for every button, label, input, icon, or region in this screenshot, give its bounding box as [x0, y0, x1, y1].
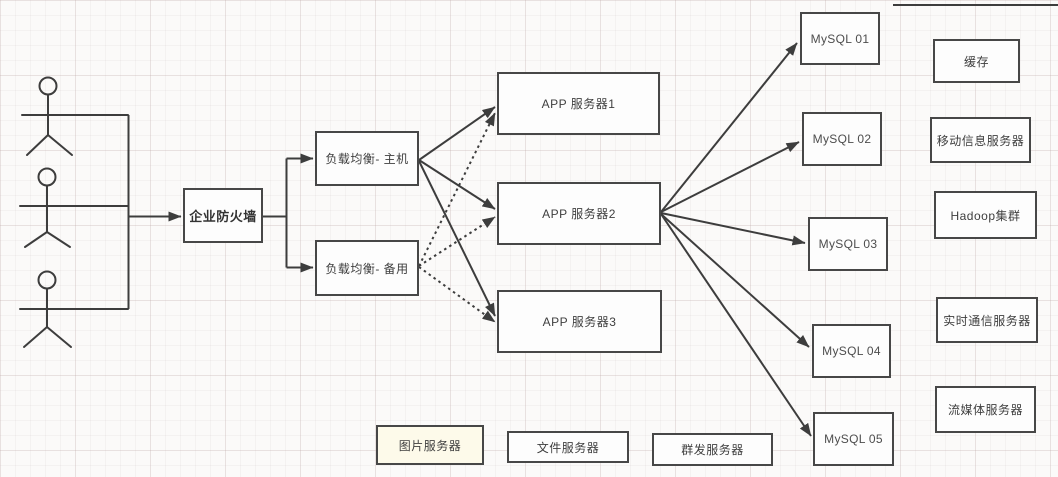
edge-lb-backup-to-app-servers [418, 112, 496, 323]
node-label: 流媒体服务器 [947, 403, 1023, 417]
node-mobile-info-server[interactable]: 移动信息服务器 [930, 117, 1031, 163]
node-load-balancer-primary[interactable]: 负载均衡- 主机 [315, 131, 419, 186]
user-stick-figure-icon[interactable] [21, 76, 129, 156]
node-broadcast-server[interactable]: 群发服务器 [652, 433, 773, 466]
node-image-server[interactable]: 图片服务器 [376, 425, 484, 465]
edge-users-to-firewall [127, 115, 182, 309]
node-label: 负载均衡- 主机 [325, 152, 409, 166]
node-label: Hadoop集群 [950, 208, 1021, 223]
node-mysql-04[interactable]: MySQL 04 [812, 324, 891, 378]
node-load-balancer-backup[interactable]: 负载均衡- 备用 [315, 240, 419, 296]
node-label: 缓存 [963, 54, 989, 69]
node-label: APP 服务器1 [541, 97, 616, 111]
node-app-server-2[interactable]: APP 服务器2 [497, 182, 661, 245]
node-label: APP 服务器3 [542, 315, 617, 329]
edge-app2-to-mysql-shards [660, 42, 812, 437]
node-hadoop-cluster[interactable]: Hadoop集群 [934, 191, 1037, 239]
node-mysql-03[interactable]: MySQL 03 [808, 217, 888, 271]
node-realtime-comm-server[interactable]: 实时通信服务器 [936, 297, 1038, 343]
node-label: MySQL 05 [824, 432, 883, 446]
edge-firewall-to-loadbalancers [263, 153, 314, 273]
node-label: 群发服务器 [681, 443, 744, 457]
node-firewall[interactable]: 企业防火墙 [183, 188, 263, 243]
node-label: APP 服务器2 [542, 207, 616, 221]
node-label: 实时通信服务器 [943, 313, 1031, 328]
node-mysql-01[interactable]: MySQL 01 [800, 12, 880, 65]
node-streaming-media-server[interactable]: 流媒体服务器 [935, 386, 1036, 433]
node-file-server[interactable]: 文件服务器 [507, 431, 629, 463]
node-label: 企业防火墙 [189, 209, 257, 224]
node-app-server-1[interactable]: APP 服务器1 [497, 72, 660, 135]
node-cache-server[interactable]: 缓存 [933, 39, 1020, 83]
node-label: MySQL 04 [822, 344, 881, 358]
node-label: 图片服务器 [398, 438, 462, 453]
user-stick-figure-icon[interactable] [19, 167, 129, 248]
node-label: 移动信息服务器 [936, 133, 1025, 148]
user-stick-figure-icon[interactable] [19, 270, 129, 348]
node-label: 负载均衡- 备用 [325, 261, 409, 276]
node-label: 文件服务器 [536, 440, 600, 455]
node-mysql-05[interactable]: MySQL 05 [813, 412, 894, 466]
node-label: MySQL 02 [812, 132, 872, 146]
node-app-server-3[interactable]: APP 服务器3 [497, 290, 662, 353]
edge-lb-primary-to-app-servers [418, 106, 496, 317]
node-label: MySQL 01 [810, 31, 870, 46]
node-label: MySQL 03 [818, 237, 878, 251]
node-mysql-02[interactable]: MySQL 02 [802, 112, 882, 166]
